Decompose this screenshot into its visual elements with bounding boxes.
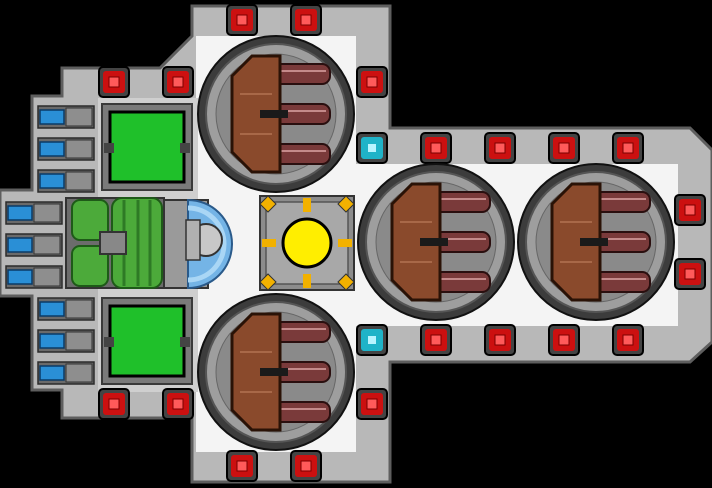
armor-block (548, 132, 580, 164)
reactor-core[interactable] (259, 195, 355, 291)
turret[interactable] (357, 163, 515, 321)
thruster-port (5, 201, 63, 225)
engine[interactable] (65, 197, 165, 289)
thruster-port (37, 137, 95, 161)
turret[interactable] (517, 163, 675, 321)
armor-block (162, 66, 194, 98)
turret[interactable] (197, 293, 355, 451)
shield-node-layer (356, 132, 388, 356)
armor-layer (98, 4, 706, 482)
armor-block (484, 324, 516, 356)
armor-block (356, 388, 388, 420)
armor-block (674, 258, 706, 290)
armor-block (612, 324, 644, 356)
thruster-port (37, 105, 95, 129)
armor-block (290, 4, 322, 36)
armor-block (548, 324, 580, 356)
thruster-port (37, 169, 95, 193)
armor-block (162, 388, 194, 420)
armor-block (674, 194, 706, 226)
armor-block (290, 450, 322, 482)
thruster-port (37, 297, 95, 321)
hatch-upper[interactable] (101, 103, 193, 191)
thruster-port (37, 361, 95, 385)
armor-block (484, 132, 516, 164)
turret-layer (197, 35, 675, 451)
armor-block (420, 132, 452, 164)
thruster-port (5, 233, 63, 257)
armor-block (420, 324, 452, 356)
thruster-port (5, 265, 63, 289)
thruster-layer (5, 105, 95, 385)
armor-block (226, 450, 258, 482)
shield-node (356, 324, 388, 356)
hatch-lower[interactable] (101, 297, 193, 385)
armor-block (356, 66, 388, 98)
shield-node (356, 132, 388, 164)
shield-dome[interactable] (163, 198, 233, 290)
turret[interactable] (197, 35, 355, 193)
armor-block (98, 388, 130, 420)
armor-block (226, 4, 258, 36)
armor-block (612, 132, 644, 164)
thruster-port (37, 329, 95, 353)
armor-block (98, 66, 130, 98)
